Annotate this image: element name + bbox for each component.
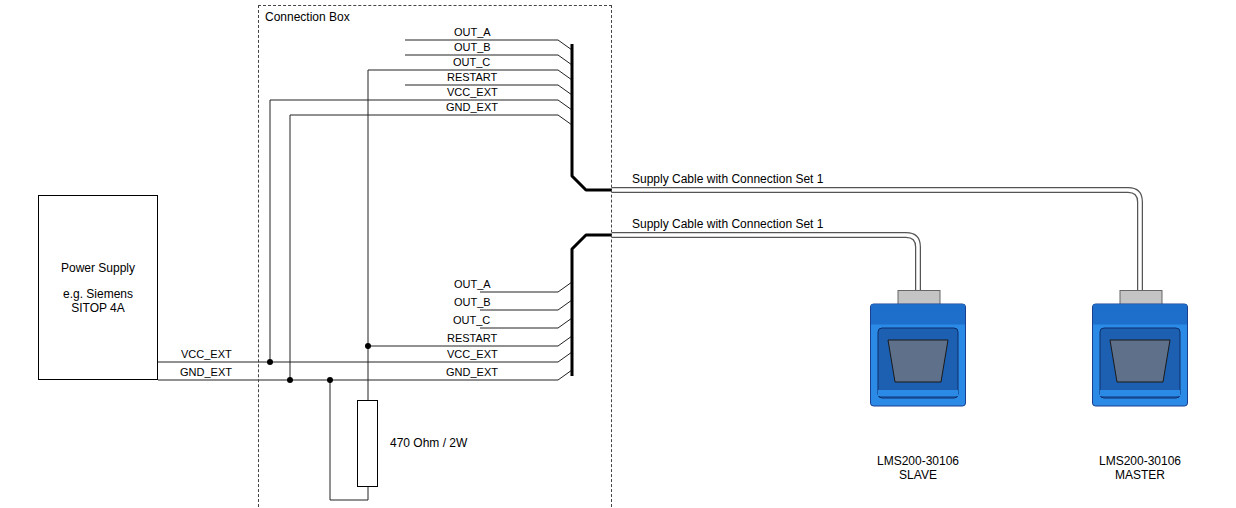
device-label: LMS200-30106 MASTER	[1092, 455, 1188, 483]
cable-label: Supply Cable with Connection Set 1	[632, 218, 823, 231]
cable-core	[612, 190, 1140, 290]
scanner-device: LMS200-30106 MASTER	[1092, 290, 1188, 480]
signal-name: GND_EXT	[446, 102, 498, 113]
signal-name: VCC_EXT	[447, 349, 498, 360]
wire	[480, 282, 572, 292]
cable-outline	[612, 235, 918, 290]
resistor-symbol: 470 Ohm / 2W	[357, 400, 378, 487]
box-note: e.g. Siemens SITOP 4A	[52, 288, 144, 316]
junction-dot	[267, 359, 273, 365]
junction-dot	[287, 377, 293, 383]
signal-name: VCC_EXT	[447, 87, 498, 98]
signal-name: OUT_B	[454, 42, 491, 53]
signal-name: GND_EXT	[180, 367, 232, 378]
cable-label: Supply Cable with Connection Set 1	[632, 173, 823, 186]
wire	[480, 318, 572, 328]
wire-bundle	[572, 235, 612, 376]
wire	[290, 115, 572, 380]
signal-name: RESTART	[447, 72, 497, 83]
supply-cable	[612, 190, 1140, 290]
power-supply-box: Power Supply e.g. Siemens SITOP 4A	[38, 195, 158, 380]
scanner-illustration	[1092, 290, 1188, 408]
signal-name: OUT_A	[454, 279, 491, 290]
wire	[368, 70, 572, 400]
wire-bundle	[572, 44, 612, 190]
cable-core	[612, 235, 918, 290]
junction-dot	[365, 343, 371, 349]
device-label: LMS200-30106 SLAVE	[870, 455, 966, 483]
signal-name: OUT_C	[453, 57, 490, 68]
scanner-illustration	[870, 290, 966, 408]
supply-cable	[612, 235, 918, 290]
wire	[270, 100, 572, 362]
resistor-value: 470 Ohm / 2W	[390, 437, 467, 451]
connection-box: Connection Box 470 Ohm / 2W	[258, 5, 612, 508]
scanner-device: LMS200-30106 SLAVE	[870, 290, 966, 480]
box-title: Power Supply	[52, 262, 144, 276]
signal-name: OUT_C	[453, 315, 490, 326]
cable-outline	[612, 190, 1140, 290]
signal-name: GND_EXT	[446, 367, 498, 378]
box-title: Connection Box	[265, 11, 350, 25]
signal-name: VCC_EXT	[181, 349, 232, 360]
signal-name: RESTART	[447, 333, 497, 344]
junction-dot	[327, 377, 333, 383]
wire	[480, 300, 572, 310]
signal-name: OUT_B	[454, 297, 491, 308]
signal-name: OUT_A	[454, 27, 491, 38]
